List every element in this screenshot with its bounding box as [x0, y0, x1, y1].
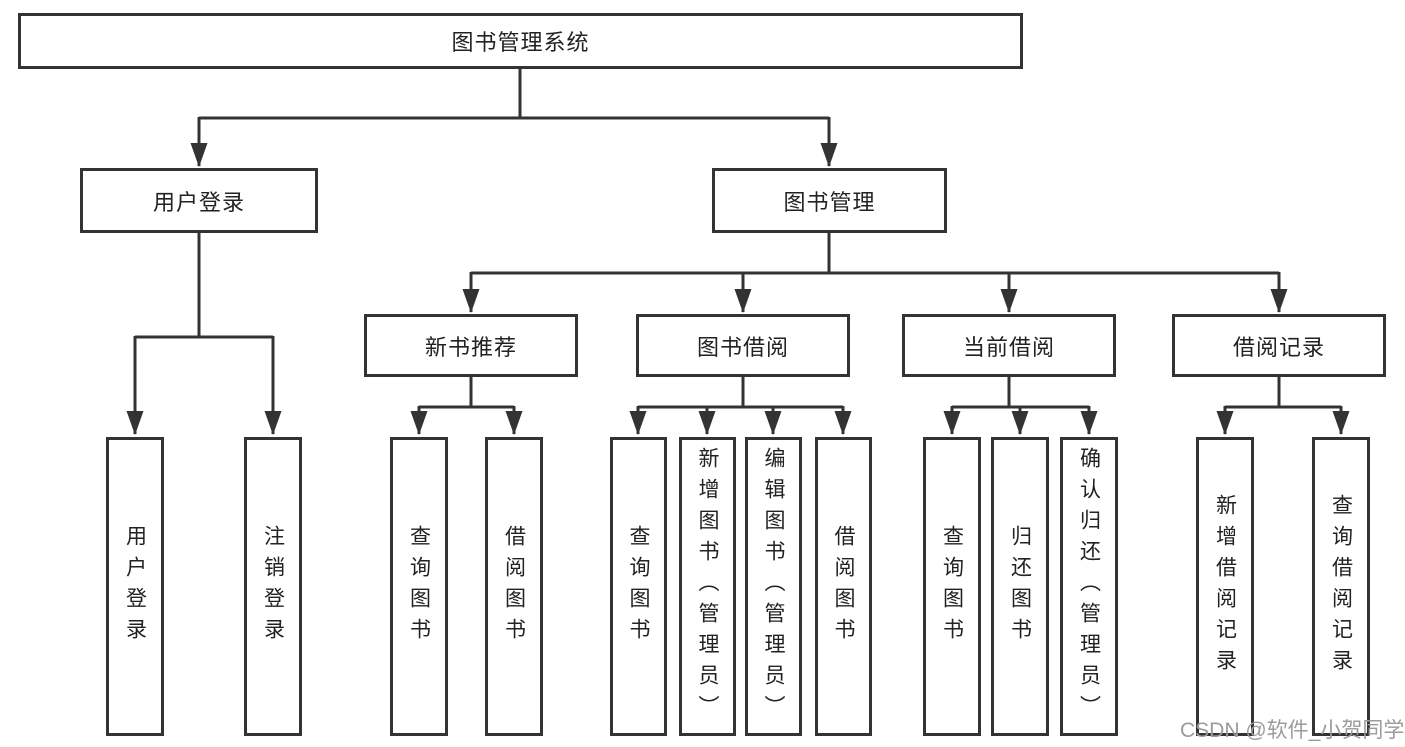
leaf-edit-books-admin: 编辑图书（管理员）: [745, 437, 802, 736]
node-label: 查询借阅记录: [1329, 493, 1353, 680]
leaf-query-books-current: 查询图书: [923, 437, 981, 736]
node-label: 图书管理系统: [451, 30, 590, 55]
node-label: 借阅图书: [832, 524, 855, 649]
leaf-borrow-books-borrowing: 借阅图书: [815, 437, 872, 736]
node-library-management-system: 图书管理系统: [18, 13, 1023, 69]
node-label: 借阅图书: [502, 524, 526, 649]
node-current-borrowing: 当前借阅: [902, 314, 1116, 377]
leaf-query-books-recommend: 查询图书: [390, 437, 448, 736]
node-label: 注销登录: [261, 524, 285, 649]
watermark-text: CSDN @软件_小贺同学: [1180, 719, 1405, 742]
node-label: 新增图书（管理员）: [696, 447, 719, 726]
node-book-borrowing: 图书借阅: [636, 314, 850, 377]
node-label: 用户登录: [123, 524, 147, 649]
node-label: 归还图书: [1008, 524, 1032, 649]
node-label: 确认归还（管理员）: [1077, 447, 1101, 726]
node-label: 查询图书: [940, 524, 964, 649]
node-label: 新增借阅记录: [1213, 493, 1237, 680]
leaf-borrow-books-recommend: 借阅图书: [485, 437, 543, 736]
node-new-book-recommendation: 新书推荐: [364, 314, 578, 377]
node-label: 借阅记录: [1232, 334, 1325, 360]
leaf-query-borrow-record: 查询借阅记录: [1312, 437, 1370, 736]
leaf-add-borrow-record: 新增借阅记录: [1196, 437, 1254, 736]
node-label: 查询图书: [627, 524, 650, 649]
node-book-management: 图书管理: [712, 168, 947, 233]
node-label: 图书借阅: [696, 334, 789, 360]
leaf-query-books-borrowing: 查询图书: [610, 437, 667, 736]
leaf-return-books: 归还图书: [991, 437, 1049, 736]
node-label: 当前借阅: [962, 334, 1055, 360]
node-label: 查询图书: [407, 524, 431, 649]
node-label: 图书管理: [783, 189, 876, 215]
leaf-user-login: 用户登录: [106, 437, 164, 736]
node-label: 编辑图书（管理员）: [762, 447, 785, 726]
leaf-logout-login: 注销登录: [244, 437, 302, 736]
leaf-confirm-return-admin: 确认归还（管理员）: [1060, 437, 1118, 736]
leaf-add-books-admin: 新增图书（管理员）: [679, 437, 736, 736]
node-user-login: 用户登录: [80, 168, 318, 233]
node-label: 新书推荐: [424, 334, 517, 360]
node-borrowing-records: 借阅记录: [1172, 314, 1386, 377]
node-label: 用户登录: [152, 189, 245, 215]
